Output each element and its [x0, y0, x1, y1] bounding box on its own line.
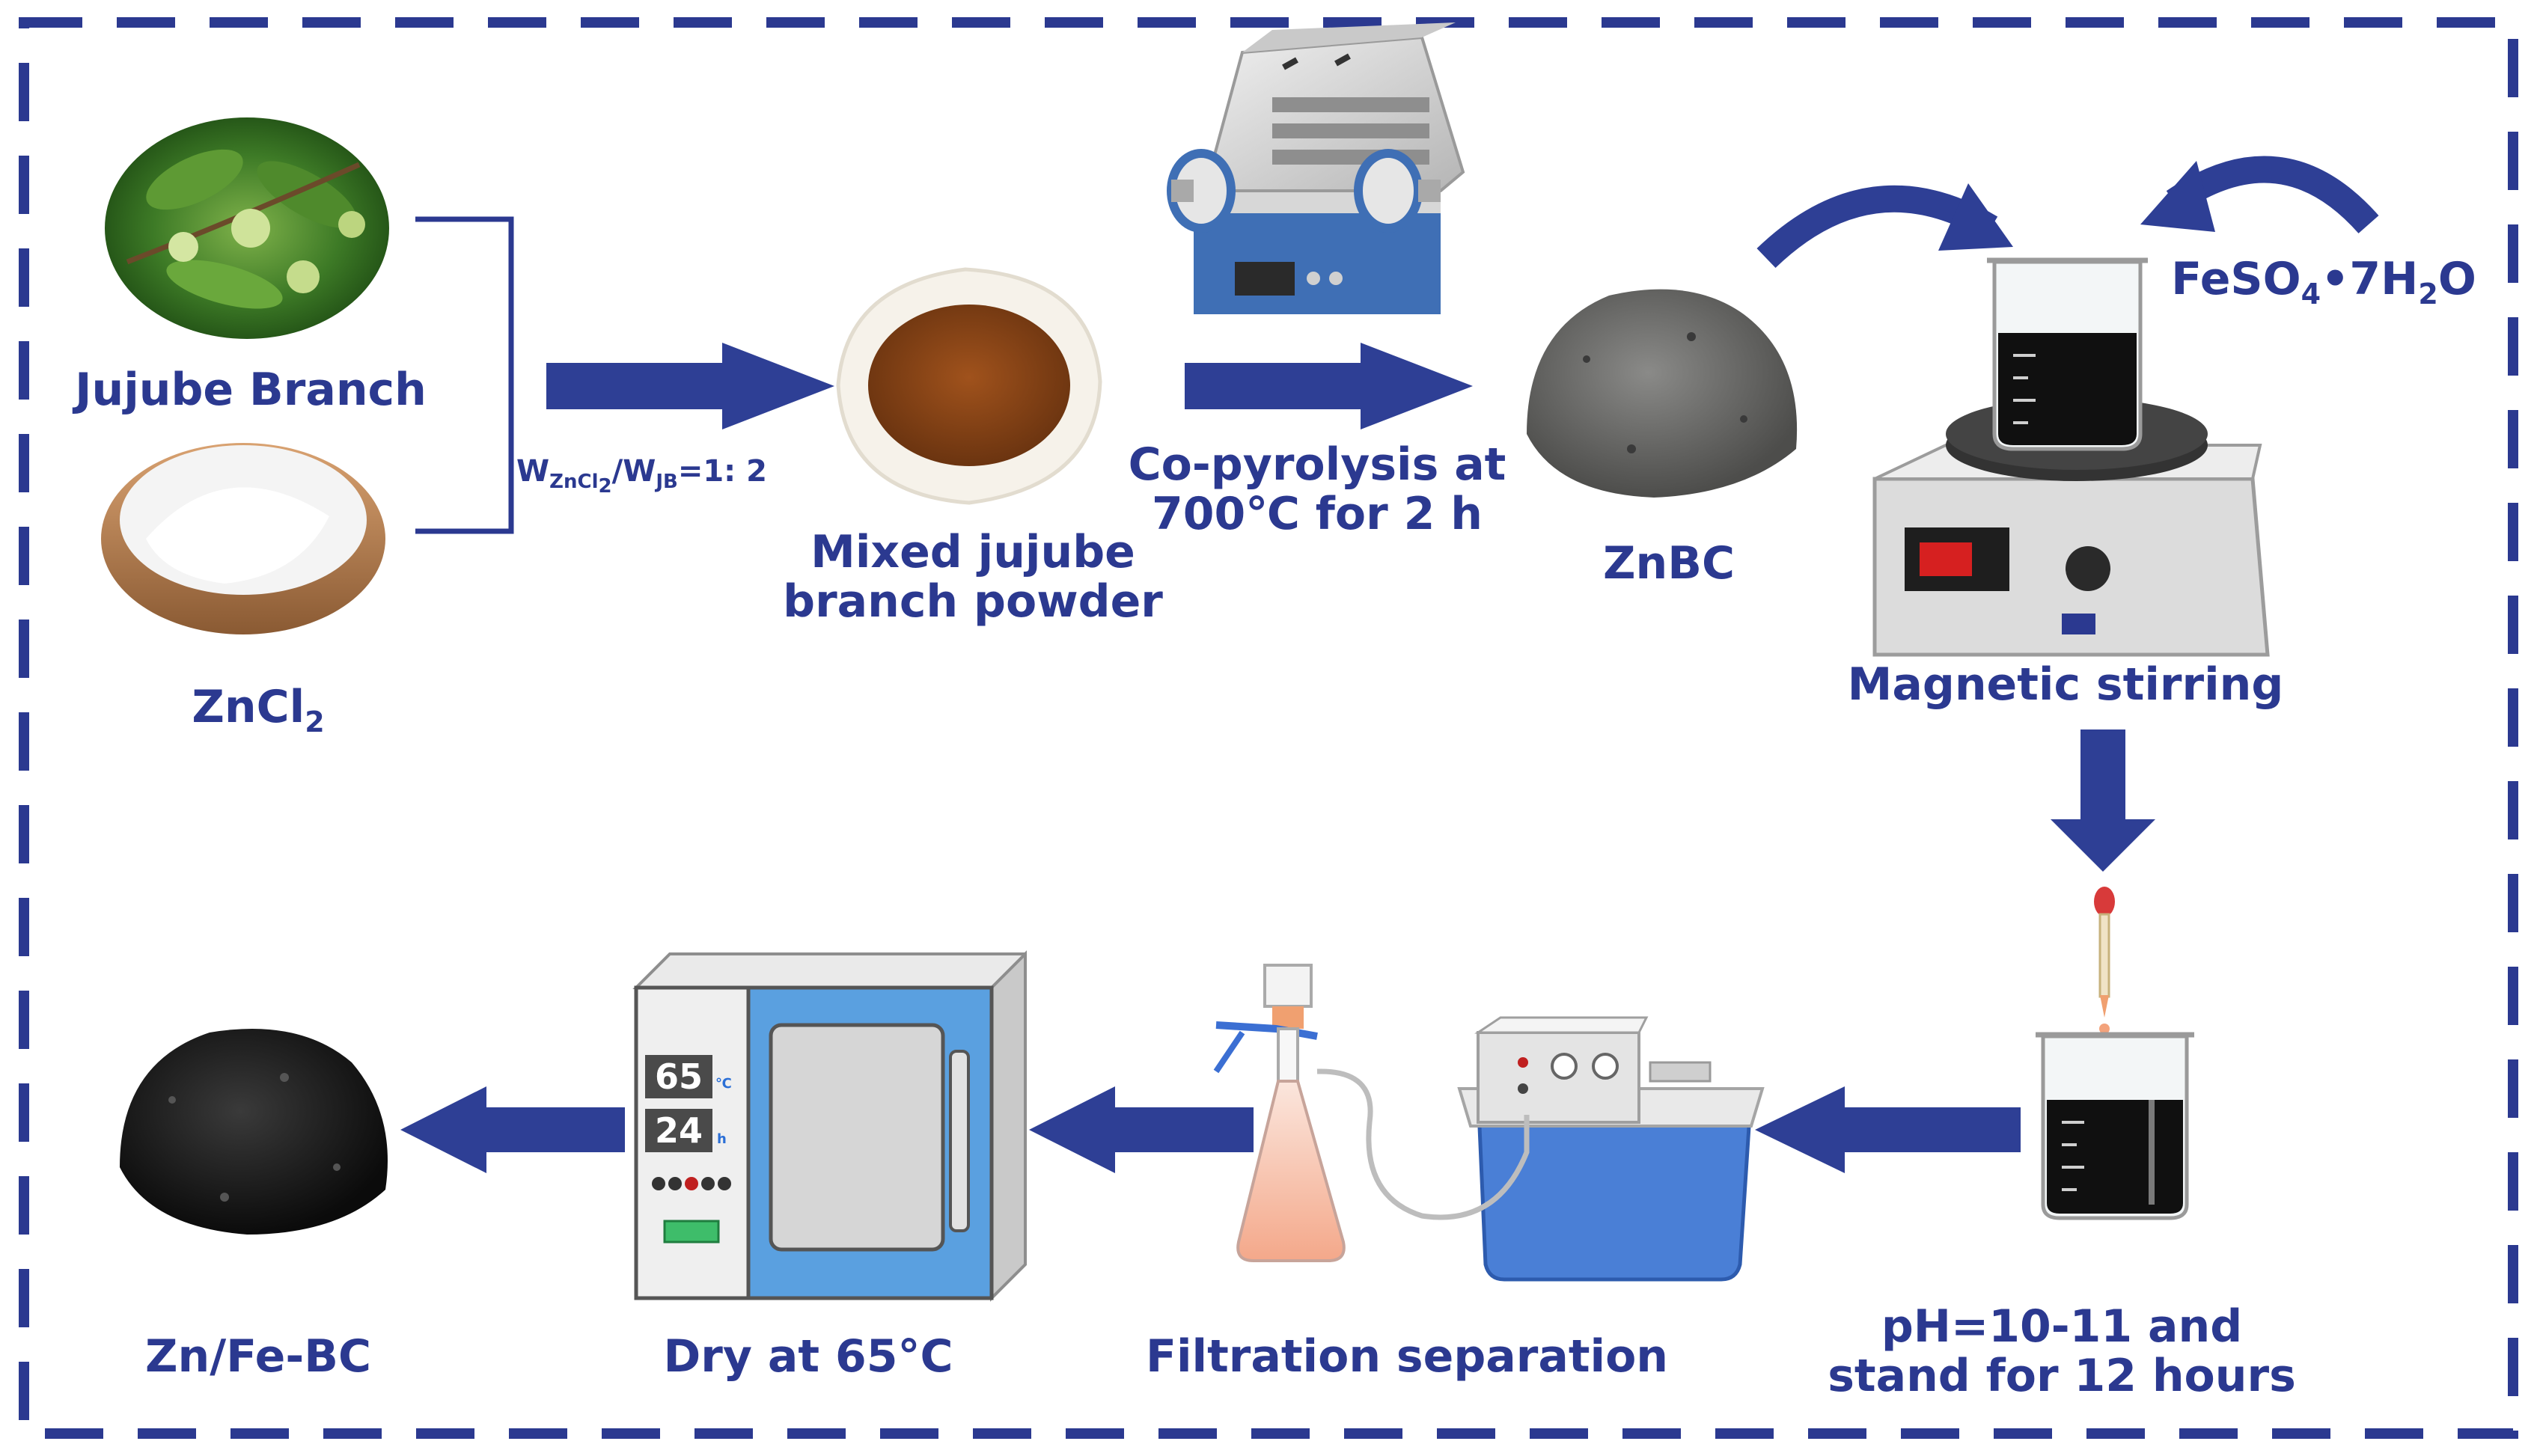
curved-arrow-left-head: [1938, 183, 2013, 251]
oven-temp-display: 65: [645, 1055, 712, 1098]
zncl2-bowl-image: [101, 443, 385, 634]
vacuum-tubing: [1316, 1068, 1530, 1220]
arrow-to-product: [400, 1086, 625, 1173]
combine-bracket: [415, 216, 514, 534]
vacuum-pump-image: [1457, 1016, 1765, 1282]
ratio-sub1b: 2: [598, 475, 612, 498]
zncl2-main: ZnCl: [192, 681, 305, 733]
label-feso4: FeSO4•7H2O: [2155, 253, 2492, 308]
dropper-image: [2094, 887, 2115, 1034]
mixed-powder-bowl-image: [836, 267, 1102, 505]
oven-time-unit: h: [717, 1131, 727, 1147]
label-znbc: ZnBC: [1603, 537, 1735, 590]
feso4-sub1: 4: [2301, 278, 2321, 311]
magnetic-stirrer-image: [1872, 257, 2270, 657]
label-dry: Dry at 65°C: [663, 1330, 953, 1383]
copyrolysis-line-1: Co-pyrolysis at: [1128, 438, 1506, 491]
ratio-sub2: JB: [656, 471, 678, 493]
dashed-frame: [19, 17, 2518, 1439]
feso4-c: O: [2437, 253, 2476, 305]
label-ph-stand: pH=10-11 and stand for 12 hours: [1819, 1302, 2305, 1401]
jujube-branch-image: [105, 117, 389, 339]
znbc-powder-image: [1527, 289, 1798, 498]
curved-arrow-right-head: [2140, 161, 2215, 232]
feso4-b: •7H: [2321, 253, 2419, 305]
arrow-down-to-ph: [2051, 729, 2155, 872]
arrow-to-mixed: [546, 343, 834, 429]
label-mass-ratio: WZnCl2/WJB=1: 2: [516, 454, 801, 496]
ratio-w1: W: [516, 454, 550, 489]
arrow-to-oven: [1029, 1086, 1254, 1173]
label-copyrolysis: Co-pyrolysis at 700℃ for 2 h: [1123, 440, 1512, 539]
feso4-a: FeSO: [2171, 253, 2301, 305]
copyrolysis-line-2: 700℃ for 2 h: [1152, 488, 1483, 540]
zncl2-sub: 2: [305, 706, 325, 738]
arrow-to-znbc: [1185, 343, 1473, 429]
ph-line-1: pH=10-11 and: [1881, 1300, 2243, 1353]
mixed-line-1: Mixed jujube: [810, 526, 1135, 578]
mixed-line-2: branch powder: [783, 575, 1163, 628]
ph-beaker-image: [2036, 1032, 2194, 1220]
oven-time-display: 24: [645, 1109, 712, 1152]
label-zncl2: ZnCl2: [150, 681, 367, 736]
label-mixed-powder: Mixed jujube branch powder: [778, 527, 1167, 626]
label-product: Zn/Fe-BC: [144, 1330, 372, 1383]
ratio-w2: /W: [611, 454, 656, 489]
ratio-tail: =1: 2: [677, 454, 767, 489]
ph-line-2: stand for 12 hours: [1828, 1350, 2296, 1402]
label-magnetic-stirring: Magnetic stirring: [1847, 658, 2284, 711]
arrow-to-pump: [1755, 1086, 2021, 1173]
label-filtration: Filtration separation: [1145, 1330, 1669, 1383]
tube-furnace-image: [1167, 22, 1465, 314]
oven-temp-unit: ℃: [715, 1076, 732, 1092]
feso4-sub2: 2: [2418, 278, 2438, 311]
product-powder-image: [120, 1029, 388, 1235]
ratio-sub1: ZnCl: [549, 471, 599, 493]
label-jujube-branch: Jujube Branch: [75, 364, 427, 416]
filtration-flask-image: [1213, 964, 1346, 1262]
